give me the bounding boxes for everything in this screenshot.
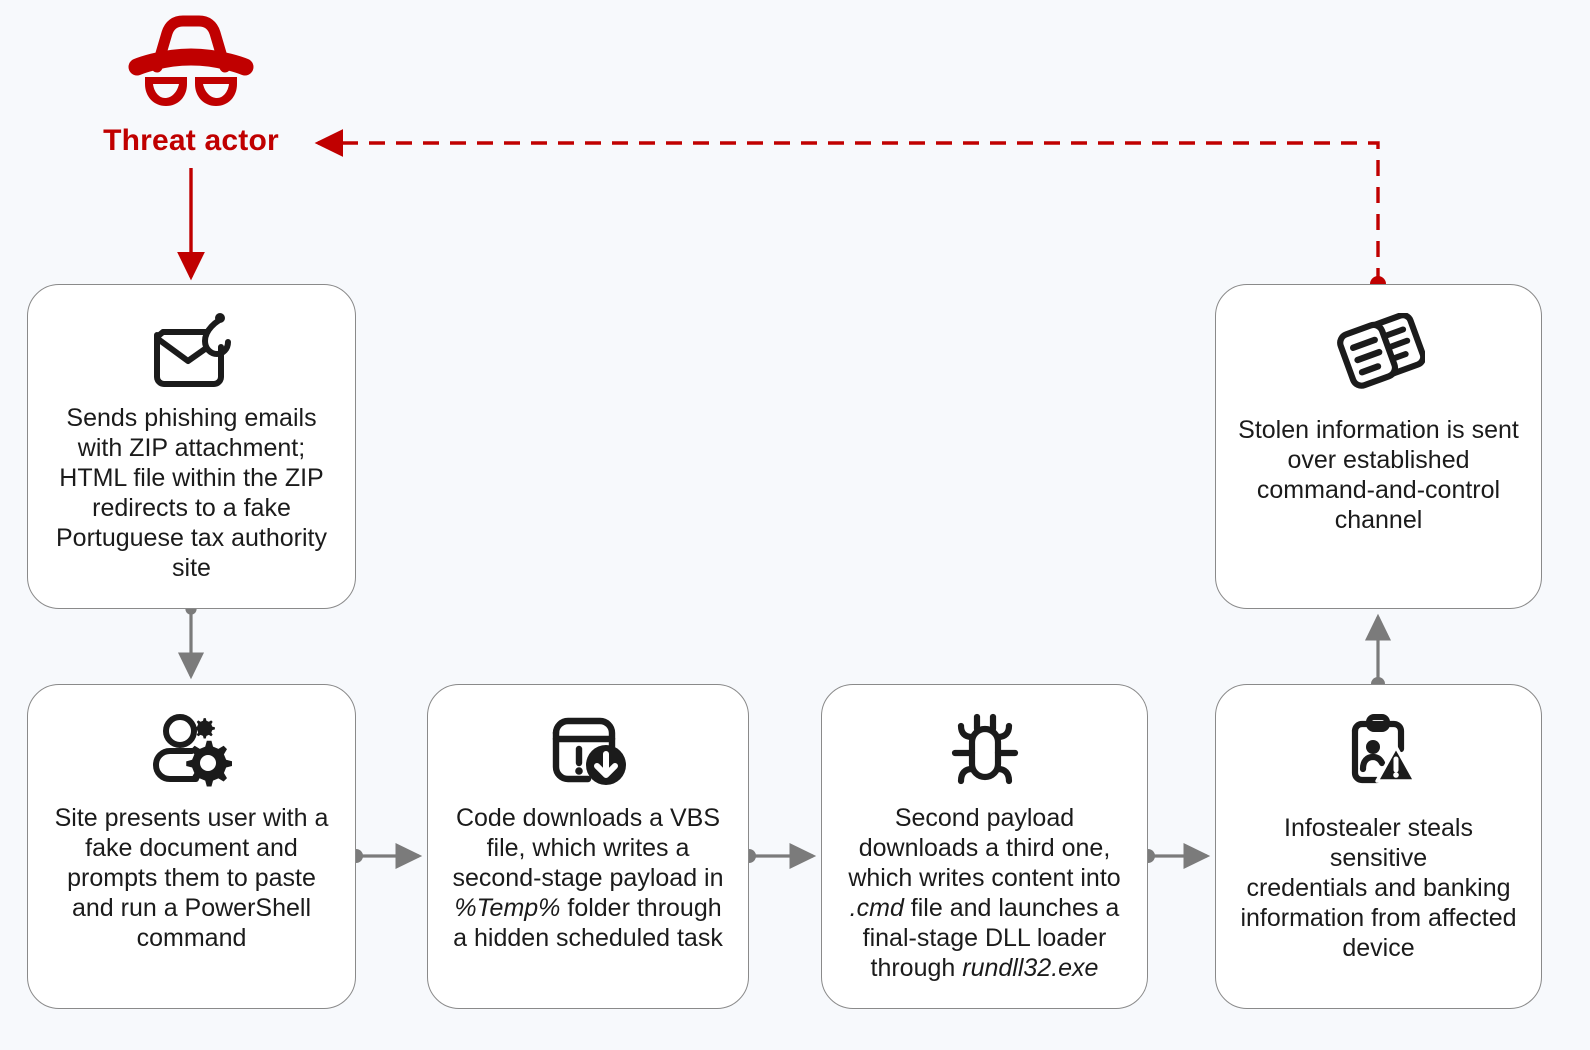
window-alert-download-icon xyxy=(552,717,626,785)
clipboard-user-warning-icon xyxy=(1351,714,1417,784)
node-command-and-control-text: Stolen information is sent over establis… xyxy=(1238,416,1519,534)
user-settings-icon xyxy=(152,714,232,787)
node-infostealer[interactable]: Infostealer steals sensitive credentials… xyxy=(1215,684,1542,1009)
connector-c2-to-actor xyxy=(314,129,1386,292)
node-phishing-text: Sends phishing emails with ZIP attachmen… xyxy=(56,404,327,582)
threat-actor-label: Threat actor xyxy=(103,124,279,157)
connector-phishing-to-fakesite xyxy=(177,603,205,680)
threat-actor: Threat actor xyxy=(96,12,286,158)
node-phishing[interactable]: Sends phishing emails with ZIP attachmen… xyxy=(27,284,356,609)
incognito-spy-icon xyxy=(128,15,254,106)
connector-fakesite-to-vbs xyxy=(349,842,423,870)
node-command-and-control[interactable]: Stolen information is sent over establis… xyxy=(1215,284,1542,609)
node-fake-site-text: Site presents user with a fake document … xyxy=(54,804,329,952)
node-infostealer-text: Infostealer steals sensitive credentials… xyxy=(1240,814,1517,962)
bug-icon xyxy=(951,713,1018,785)
connector-infostealer-to-c2 xyxy=(1364,613,1392,691)
connector-vbs-to-payload2 xyxy=(742,842,817,870)
stolen-documents-icon xyxy=(1336,313,1425,389)
connector-payload2-to-infostealer xyxy=(1141,842,1211,870)
phishing-email-icon xyxy=(153,313,231,387)
node-fake-site[interactable]: Site presents user with a fake document … xyxy=(27,684,356,1009)
